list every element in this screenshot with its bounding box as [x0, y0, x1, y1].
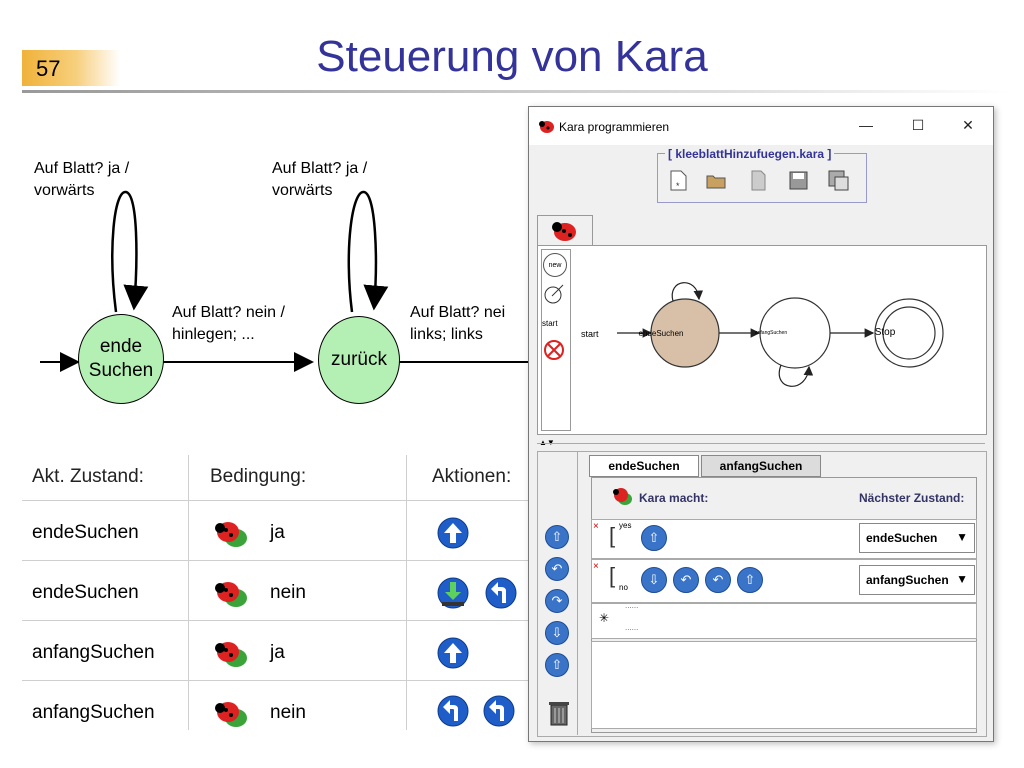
start-tool-button[interactable]: start — [542, 319, 558, 328]
graph-node-stop[interactable]: Stop — [874, 327, 896, 338]
turn-left-icon — [485, 577, 517, 609]
palette-turn-left-icon[interactable]: ↶ — [545, 557, 569, 581]
table-row-state: endeSuchen — [32, 582, 139, 603]
kara-does-label: Kara macht: — [639, 491, 709, 505]
next-state-label: Nächster Zustand: — [859, 491, 965, 505]
graph-tool-palette — [541, 249, 571, 431]
state-node-zurueck: zurück — [318, 316, 400, 404]
palette-put-leaf-icon[interactable]: ⇩ — [545, 621, 569, 645]
condition-bracket: [ — [609, 563, 616, 588]
splitter-line[interactable] — [537, 443, 985, 444]
rule-action-turn-left[interactable]: ↶ — [705, 567, 731, 593]
table-divider — [188, 455, 189, 730]
table-divider — [22, 620, 532, 621]
table-header-state: Akt. Zustand: — [32, 466, 144, 487]
palette-take-leaf-icon[interactable]: ⇧ — [545, 653, 569, 677]
slide-number-box — [22, 50, 120, 86]
next-state-select[interactable]: endeSuchen▼ — [859, 523, 975, 553]
loop-label-1: Auf Blatt? ja /vorwärts — [34, 160, 130, 199]
graph-node-ende-suchen[interactable]: endeSuchen — [638, 329, 684, 338]
rule-empty-area — [591, 641, 977, 729]
palette-arrow-up-icon[interactable]: ⇧ — [545, 525, 569, 549]
table-divider — [22, 560, 532, 561]
arrow-up-icon — [437, 517, 469, 549]
slide-title: Steuerung von Kara — [316, 32, 708, 81]
trash-icon[interactable] — [547, 699, 571, 727]
kara-state-graph — [617, 282, 944, 387]
file-name: [ kleeblattHinzufuegen.kara ] — [665, 147, 835, 161]
loop-arrow-2 — [347, 190, 389, 313]
ladybug-leaf-icon — [215, 582, 247, 607]
save-icon[interactable] — [787, 169, 809, 191]
table-divider — [22, 500, 532, 501]
next-state-select[interactable]: anfangSuchen▼ — [859, 565, 975, 595]
loop-arrow-1 — [111, 190, 149, 313]
slide-number: 57 — [36, 56, 61, 81]
table-divider — [22, 680, 532, 681]
table-row-condition: ja — [270, 642, 285, 663]
rule-row[interactable] — [591, 603, 977, 639]
kara-window: Kara programmieren — ☐ ✕ [ kleeblattHinz… — [528, 106, 994, 742]
tab-anfang-suchen[interactable]: anfangSuchen — [701, 455, 821, 477]
remove-rule-icon[interactable]: × — [593, 561, 599, 572]
turn-left-icon — [483, 695, 515, 727]
turn-left-icon — [437, 695, 469, 727]
ladybug-icon — [539, 121, 554, 133]
new-file-icon[interactable]: * — [667, 169, 689, 191]
table-divider — [406, 455, 407, 730]
arrow-up-icon — [437, 637, 469, 669]
window-title: Kara programmieren — [559, 120, 670, 134]
new-state-button[interactable]: new — [543, 253, 567, 277]
tab-ende-suchen[interactable]: endeSuchen — [589, 455, 699, 477]
svg-text:*: * — [676, 181, 680, 191]
edge-label-1: Auf Blatt? nein /hinlegen; ... — [172, 304, 285, 343]
document-icon[interactable] — [747, 169, 769, 191]
rule-placeholder-dots: ...... — [625, 623, 639, 632]
table-row-condition: nein — [270, 702, 306, 723]
rule-action-turn-left[interactable]: ↶ — [673, 567, 699, 593]
table-row-state: anfangSuchen — [32, 642, 155, 663]
tab-program[interactable] — [537, 215, 593, 246]
palette-turn-right-icon[interactable]: ↷ — [545, 589, 569, 613]
save-as-icon[interactable] — [827, 169, 849, 191]
ladybug-icon — [552, 222, 576, 241]
table-header-condition: Bedingung: — [210, 466, 307, 487]
table-row-condition: nein — [270, 582, 306, 603]
window-titlebar — [529, 107, 993, 145]
graph-start-label: start — [581, 329, 599, 339]
table-header-actions: Aktionen: — [432, 466, 512, 487]
ladybug-leaf-icon — [613, 488, 632, 505]
rule-placeholder-dots: ...... — [625, 601, 639, 610]
table-row-condition: ja — [270, 522, 285, 543]
loop-label-2: Auf Blatt? ja /vorwärts — [272, 160, 368, 199]
open-folder-icon[interactable] — [705, 169, 727, 191]
splitter-arrows[interactable]: ▲▼ — [539, 438, 555, 447]
table-row-state: anfangSuchen — [32, 702, 155, 723]
ladybug-leaf-icon — [215, 522, 247, 547]
rule-action-arrow-up[interactable]: ⇧ — [737, 567, 763, 593]
condition-yes: yes — [619, 521, 632, 530]
condition-no: no — [619, 583, 628, 592]
transition-editor-panel — [537, 451, 987, 737]
rule-action-put-leaf[interactable]: ⇩ — [641, 567, 667, 593]
minimize-button[interactable]: — — [859, 117, 873, 133]
rule-action-arrow-up[interactable]: ⇧ — [641, 525, 667, 551]
table-row-state: endeSuchen — [32, 522, 139, 543]
delete-state-icon[interactable] — [543, 339, 565, 361]
condition-bracket: [ — [609, 523, 616, 548]
remove-rule-icon[interactable]: × — [593, 521, 599, 532]
close-button[interactable]: ✕ — [962, 117, 974, 133]
edit-transition-icon[interactable] — [543, 283, 565, 305]
maximize-button[interactable]: ☐ — [911, 117, 925, 133]
editor-divider — [577, 451, 578, 735]
ladybug-leaf-icon — [215, 702, 247, 727]
put-leaf-icon — [437, 577, 469, 609]
title-rule — [22, 90, 1012, 93]
new-rule-icon[interactable]: ✳ — [599, 611, 610, 625]
ladybug-leaf-icon — [215, 642, 247, 667]
graph-node-anfang-suchen[interactable]: anfangSuchen — [754, 330, 788, 336]
